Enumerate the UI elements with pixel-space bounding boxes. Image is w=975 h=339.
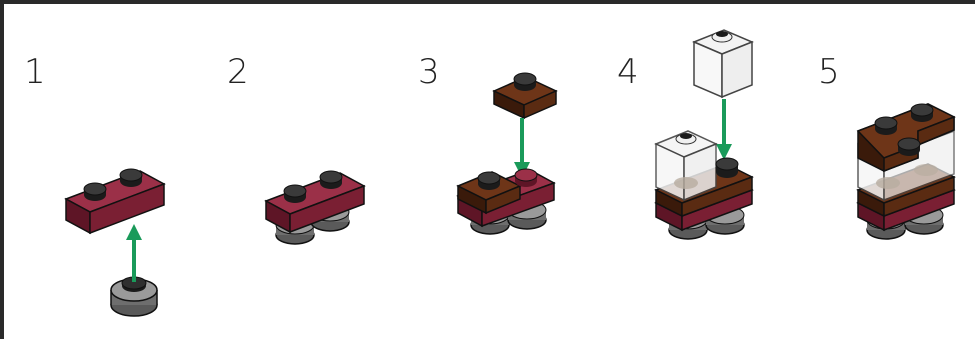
step-number-3: 3 xyxy=(418,52,440,92)
step-5-assembly xyxy=(856,103,956,240)
step-3-assembly xyxy=(456,72,558,235)
step-number-4: 4 xyxy=(617,52,639,92)
brown-plate xyxy=(492,72,558,120)
step-2-assembly xyxy=(264,170,366,245)
step-number-1: 1 xyxy=(24,52,46,92)
step-4-assembly xyxy=(654,29,754,240)
red-plate xyxy=(64,168,166,235)
step-number-5: 5 xyxy=(818,52,840,92)
step-1-assembly xyxy=(64,168,166,317)
transparent-brick xyxy=(692,29,754,99)
step-number-2: 2 xyxy=(227,52,249,92)
grey-round-plate xyxy=(110,276,158,317)
